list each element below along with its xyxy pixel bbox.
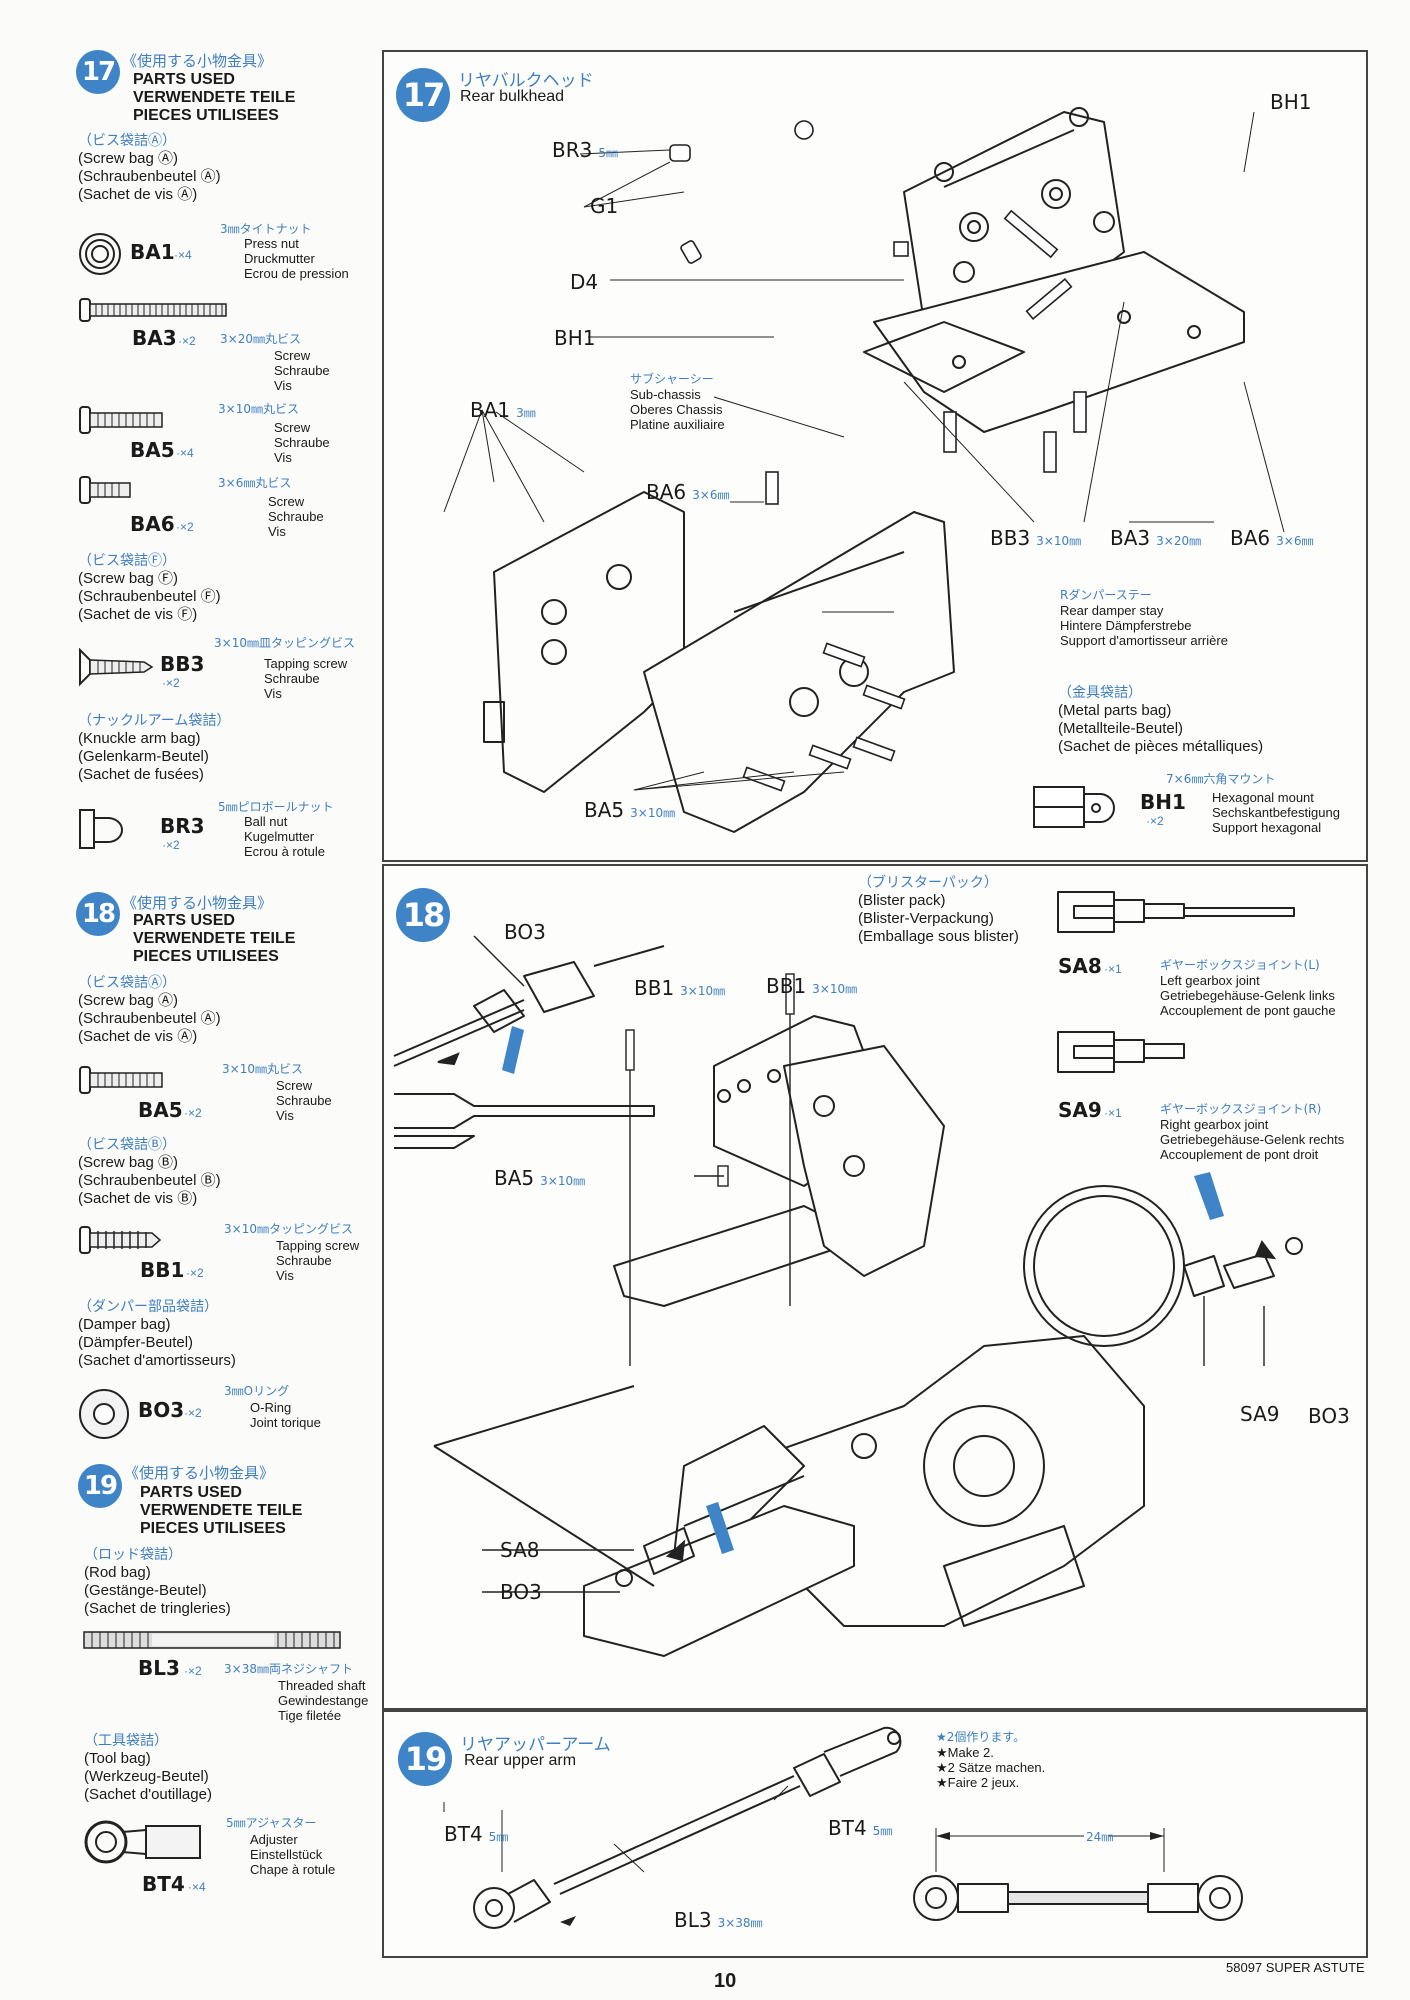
sa8-part-code: SA8 (1058, 954, 1102, 978)
screw-bag-a-17: （ビス袋詰Ⓐ） (Screw bag Ⓐ) (Schraubenbeutel Ⓐ… (78, 133, 221, 203)
footer-model-name: 58097 SUPER ASTUTE (1226, 1960, 1365, 1975)
medium-screw-icon (79, 406, 163, 434)
parts-used-header-jp-18: 《使用する小物金具》 (122, 894, 273, 912)
label-g1: G1 (590, 194, 619, 218)
label-d4: D4 (570, 270, 599, 294)
dimension-24mm: 24㎜ (1086, 1830, 1114, 1844)
part-br3: BR3 ·×2 5㎜ピロボールナット Ball nut Kugelmutter … (78, 796, 378, 866)
panel-step-18: 18 （ブリスターパック） (Blister pack) (Blister-Ve… (382, 864, 1368, 1710)
rear-bulkhead-exploded-diagram (443, 107, 1285, 833)
rear-upper-arm-diagram (443, 1726, 1243, 1929)
page-number: 10 (714, 1970, 737, 1992)
sa8-part-qty: ·×1 (1104, 962, 1122, 976)
hex-mount-desc: Hexagonal mount Sechskantbefestigung Sup… (1212, 790, 1340, 835)
step-19-badge: 19 (398, 1732, 452, 1786)
part-bb3: BB3 ·×2 3×10㎜皿タッピングビス Tapping screw Schr… (78, 634, 378, 704)
step-18-badge: 18 (396, 888, 450, 942)
part-bo3: BO3 ·×2 3㎜Oリング O-Ring Joint torique (78, 1382, 378, 1452)
part-ba5: BA5 ·×4 3×10㎜丸ビス Screw Schraube Vis (78, 400, 378, 470)
tapping-screw-icon (79, 1226, 162, 1254)
ball-nut-icon (79, 809, 123, 849)
part-ba6: BA6 ·×2 3×6㎜丸ビス Screw Schraube Vis (78, 474, 378, 544)
parts-used-header-jp-19: 《使用する小物金具》 (124, 1464, 275, 1482)
part-bl3: BL3 ·×2 3×38㎜両ネジシャフト Threaded shaft Gewi… (82, 1628, 382, 1728)
screw-bag-f: （ビス袋詰Ⓕ） (Screw bag Ⓕ) (Schraubenbeutel Ⓕ… (78, 553, 221, 623)
medium-screw-icon (79, 1066, 163, 1094)
label-bo3-top: BO3 (504, 920, 546, 944)
sa8-part-desc: ギヤーボックスジョイント(L) Left gearbox joint Getri… (1160, 958, 1336, 1018)
gearbox-assembly-diagram (393, 891, 1303, 1657)
countersunk-tapping-screw-icon (79, 648, 154, 687)
hex-mount-spec: 7×6㎜六角マウント (1166, 772, 1276, 786)
o-ring-icon (79, 1389, 129, 1439)
long-screw-icon (79, 298, 227, 322)
sa9-part-code: SA9 (1058, 1098, 1102, 1122)
part-ba3: BA3 ·×2 3×20㎜丸ビス Screw Schraube Vis (78, 296, 378, 393)
panel17-title-jp: リヤバルクヘッド (458, 71, 594, 91)
panel-step-17-rear-bulkhead: 17 リヤバルクヘッド Rear bulkhead (382, 50, 1368, 862)
sa9-part-desc: ギヤーボックスジョイント(R) Right gearbox joint Getr… (1160, 1102, 1345, 1162)
label-sa8-diagram: SA8 (500, 1538, 540, 1562)
hex-mount-qty: ·×2 (1146, 814, 1164, 828)
threaded-shaft-icon (83, 1631, 341, 1649)
knuckle-arm-bag: （ナックルアーム袋詰） (Knuckle arm bag) (Gelenkarm… (78, 713, 231, 783)
label-sa9-diagram: SA9 (1240, 1402, 1280, 1426)
parts-used-header-en-19: PARTS USED VERWENDETE TEILE PIECES UTILI… (140, 1484, 303, 1537)
label-bo3-right: BO3 (1308, 1404, 1350, 1428)
tool-bag: （工具袋詰） (Tool bag) (Werkzeug-Beutel) (Sac… (84, 1733, 212, 1803)
damper-bag: （ダンパー部品袋詰） (Damper bag) (Dämpfer-Beutel)… (78, 1299, 236, 1369)
part-ba1: BA1 ·×4 3㎜タイトナット Press nut Druckmutter E… (78, 220, 378, 290)
label-bh1-top: BH1 (1270, 90, 1312, 114)
step-17-parts-badge: 17 (76, 50, 120, 94)
parts-used-header-jp: 《使用する小物金具》 (122, 52, 273, 70)
blister-pack-note: （ブリスターパック） (Blister pack) (Blister-Verpa… (858, 875, 1019, 945)
metal-parts-bag-note: （金具袋詰） (Metal parts bag) (Metallteile-Be… (1058, 685, 1264, 755)
screw-bag-b: （ビス袋詰Ⓑ） (Screw bag Ⓑ) (Schraubenbeutel Ⓑ… (78, 1137, 221, 1207)
sa9-part-qty: ·×1 (1104, 1106, 1122, 1120)
subchassis-note: サブシャーシー Sub-chassis Oberes Chassis Plati… (630, 372, 725, 432)
part-ba5-18: BA5 ·×2 3×10㎜丸ビス Screw Schraube Vis (78, 1060, 378, 1130)
rod-bag: （ロッド袋詰） (Rod bag) (Gestänge-Beutel) (Sac… (84, 1547, 231, 1617)
label-bo3-bottom: BO3 (500, 1580, 542, 1604)
step-19-parts-badge: 19 (78, 1464, 122, 1508)
rear-damper-stay-note: Rダンパーステー Rear damper stay Hintere Dämpfe… (1060, 588, 1228, 648)
parts-used-header-en-18: PARTS USED VERWENDETE TEILE PIECES UTILI… (133, 912, 296, 965)
short-screw-icon (79, 476, 131, 504)
adjuster-icon (84, 1820, 201, 1864)
hex-mount-code: BH1 (1140, 790, 1186, 814)
panel17-title-en: Rear bulkhead (460, 88, 565, 105)
panel19-title-en: Rear upper arm (464, 1752, 577, 1769)
screw-bag-a-18: （ビス袋詰Ⓐ） (Screw bag Ⓐ) (Schraubenbeutel Ⓐ… (78, 975, 221, 1045)
part-bb1: BB1 ·×2 3×10㎜タッピングビス Tapping screw Schra… (78, 1220, 378, 1290)
label-bh1-subchassis: BH1 (554, 326, 596, 350)
panel19-title-jp: リヤアッパーアーム (460, 1735, 611, 1755)
step-18-parts-badge: 18 (76, 892, 120, 936)
step-17-badge: 17 (396, 68, 450, 122)
part-bt4: BT4 ·×4 5㎜アジャスター Adjuster Einstellstück … (82, 1812, 382, 1896)
press-nut-icon (79, 233, 121, 275)
make-two-note: ★2個作ります。 ★Make 2. ★2 Sätze machen. ★Fair… (936, 1730, 1046, 1790)
panel-step-19-rear-upper-arm: 19 リヤアッパーアーム Rear upper arm ★2個作ります。 ★Ma… (382, 1710, 1368, 1958)
parts-used-header-en: PARTS USED VERWENDETE TEILE PIECES UTILI… (133, 71, 296, 124)
